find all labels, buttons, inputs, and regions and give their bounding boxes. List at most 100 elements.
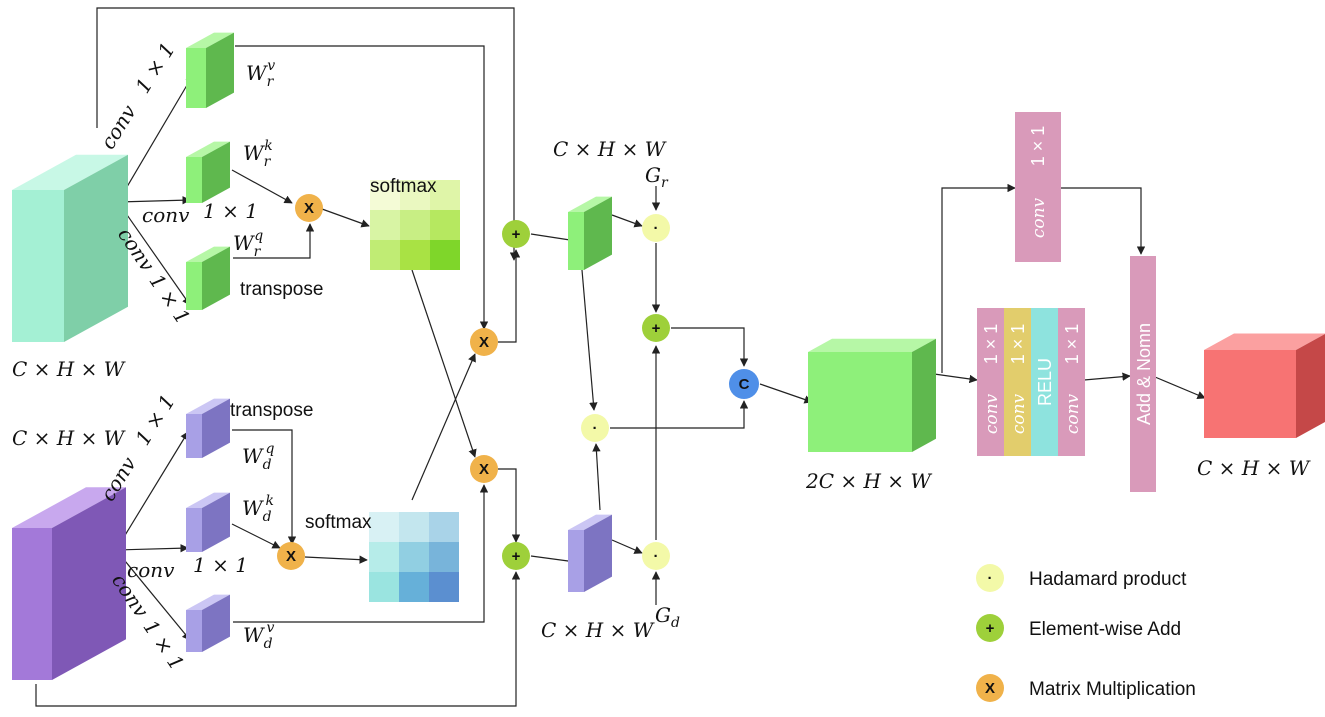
ffn-conv-bar-2 <box>1004 308 1031 456</box>
wrv-block <box>186 32 234 108</box>
wire-add-to-concat <box>671 327 749 367</box>
wrq-block <box>186 246 230 310</box>
wire-wrv-to-matmul <box>235 45 489 330</box>
kernel-size-label: 1 × 1 <box>193 553 248 577</box>
softmax-cell <box>399 572 429 602</box>
wire-rgb-to-wk <box>117 196 191 205</box>
add-symbol: + <box>512 226 521 243</box>
softmax-cell <box>400 210 430 240</box>
wire-rgb-to-wv <box>117 74 194 203</box>
softmax-cell <box>430 240 460 270</box>
softmax-cell <box>369 512 399 542</box>
depth-branch-dim: C × H × W <box>541 618 655 642</box>
wdk-block <box>186 492 230 552</box>
wdq-block <box>186 398 230 458</box>
matmul-rgb: X <box>295 194 323 222</box>
softmax-cell <box>370 210 400 240</box>
wire-matmul-low-to-add <box>498 468 521 543</box>
wire-depth-skip <box>35 571 521 707</box>
add-norm-bar <box>1130 256 1156 492</box>
legend-hadamard-symbol: · <box>988 570 993 587</box>
conv-label: conv <box>142 203 190 227</box>
softmax-cell <box>400 240 430 270</box>
dimension-labels: C × H × W C × H × W C × H × W C × H × W … <box>12 137 1311 642</box>
hadamard-symbol: · <box>654 548 659 565</box>
legend-hadamard: · Hadamard product <box>976 564 1187 592</box>
add-symbol: + <box>512 548 521 565</box>
wrk-block <box>186 141 230 203</box>
hadamard-symbol: · <box>593 420 598 437</box>
softmax-cell <box>430 210 460 240</box>
depth-input-dim: C × H × W <box>12 426 126 450</box>
depth-input-block <box>12 487 126 680</box>
hadamard-middle: · <box>581 414 609 442</box>
wire-depth-to-wk <box>115 544 189 553</box>
wire-concat-to-fused <box>759 383 813 404</box>
matmul-cross-lower: X <box>470 455 498 483</box>
wire-matmul-to-softmax-bot <box>304 555 368 564</box>
softmax-cell <box>430 180 460 210</box>
conv-top-size: 1 × 1 <box>1028 126 1048 167</box>
rgb-input-dim: C × H × W <box>12 357 126 381</box>
ffn-relu-label: RELU <box>1035 358 1055 406</box>
legend-matmul: X Matrix Multiplication <box>976 674 1196 702</box>
wire-rgb-to-mid-had <box>581 269 598 411</box>
matmul-symbol: X <box>304 200 314 217</box>
ffn-size-label-2: 1 × 1 <box>1008 324 1028 365</box>
gd-label: Gd <box>655 603 680 631</box>
matmul-symbol: X <box>479 334 489 351</box>
wire-fused-to-conv-top <box>941 183 1016 373</box>
legend-add-label: Element-wise Add <box>1029 619 1181 640</box>
softmax-cell <box>400 180 430 210</box>
wire-depth-to-mid-had <box>592 443 601 511</box>
softmax-bottom-grid <box>369 512 459 602</box>
ffn-conv-label-2: conv <box>1009 393 1029 434</box>
wire-wdv-to-matmul <box>233 484 489 623</box>
w-rk-label: Wrk <box>243 138 273 170</box>
kernel-size-label: 1 × 1 <box>138 616 189 675</box>
conv-label: conv <box>127 558 175 582</box>
ffn-conv-label-1: conv <box>982 393 1002 434</box>
wire-wrq-to-matmul <box>233 223 315 259</box>
wire-depth-to-wq <box>115 431 189 551</box>
rgb-input-block <box>12 154 128 342</box>
ffn-conv-bar-3 <box>1058 308 1085 456</box>
transpose-bottom-label: transpose <box>230 400 313 421</box>
wdv-block <box>186 594 230 652</box>
fused-block <box>808 338 936 452</box>
wire-rgb-branch-to-had <box>611 214 643 228</box>
add-symbol: + <box>652 320 661 337</box>
wire-matmul-up-to-add <box>498 249 521 343</box>
conv-label: conv <box>95 100 141 154</box>
ffn-size-label-1: 1 × 1 <box>981 324 1001 365</box>
kernel-size-label: 1 × 1 <box>130 390 179 449</box>
ffn-relu-bar <box>1031 308 1058 456</box>
w-dv-label: Wdv <box>243 620 275 652</box>
kernel-size-label: 1 × 1 <box>130 38 179 97</box>
conv-top-block: conv 1 × 1 <box>1015 112 1061 262</box>
fused-dim: 2C × H × W <box>805 469 932 493</box>
legend-matmul-label: Matrix Multiplication <box>1029 679 1196 700</box>
wire-depth-to-wv <box>115 549 191 641</box>
matmul-depth: X <box>277 542 305 570</box>
ffn-block: conv 1 × 1 conv 1 × 1 RELU conv 1 × 1 <box>977 308 1085 456</box>
concat-op: C <box>729 369 759 399</box>
matmul-cross-upper: X <box>470 328 498 356</box>
softmax-top-label: softmax <box>370 176 437 197</box>
op-text-labels: transpose transpose softmax softmax Gr G… <box>230 163 680 631</box>
transpose-top-label: transpose <box>240 279 323 300</box>
wire-softmax-top-to-matmul-low <box>411 269 477 458</box>
add-depth: + <box>502 542 530 570</box>
hadamard-depth: · <box>642 542 670 570</box>
add-rgb: + <box>502 220 530 248</box>
softmax-cell <box>429 512 459 542</box>
weight-labels: Wrv Wrk Wrq Wdq Wdk Wdv <box>233 58 275 652</box>
conv-label: conv <box>95 452 141 506</box>
gr-label: Gr <box>645 163 669 191</box>
depth-branch-block <box>568 514 612 592</box>
legend-add: + Element-wise Add <box>976 614 1181 642</box>
wire-ffn-to-addnorm <box>1083 372 1131 381</box>
rgb-branch-block <box>568 196 612 270</box>
output-block <box>1204 333 1325 438</box>
